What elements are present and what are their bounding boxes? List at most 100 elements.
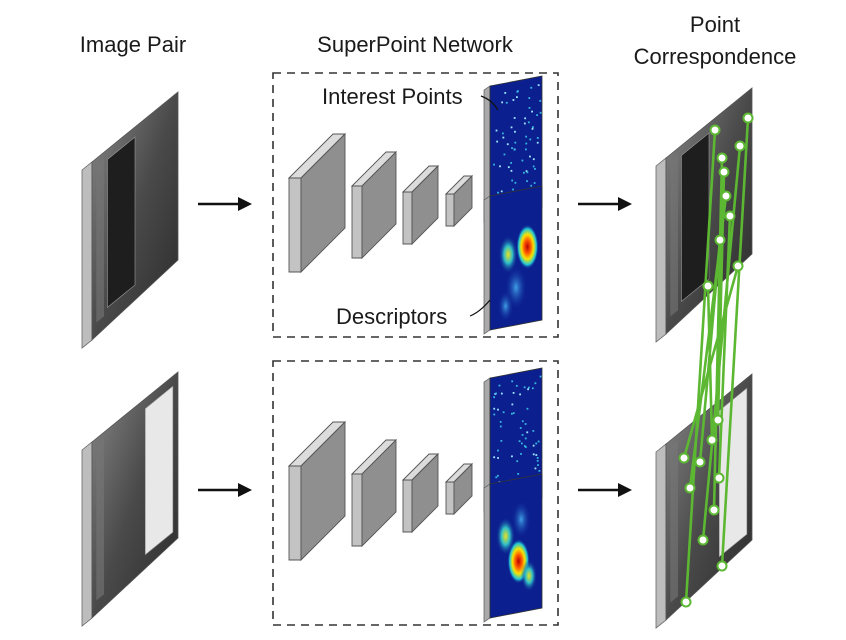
interest-point-map-top-point bbox=[524, 117, 527, 120]
match-line-6 bbox=[717, 215, 732, 479]
interest-point-map-top-point bbox=[497, 191, 499, 194]
interest-point-map-top-point bbox=[513, 148, 516, 151]
encoder-bottom-layer-3-side bbox=[411, 452, 439, 534]
input-image-top-inner-picture bbox=[107, 136, 136, 309]
interest-point-map-top-point bbox=[521, 159, 524, 162]
descriptors-leader bbox=[469, 299, 491, 317]
keypoint-8 bbox=[732, 260, 744, 272]
interest-point-map-top-point bbox=[525, 170, 528, 173]
interest-point-map-bottom-point bbox=[531, 387, 534, 390]
interest-point-map-bottom-point bbox=[515, 384, 518, 387]
interest-point-map-top-point bbox=[532, 165, 535, 168]
interest-points-leader bbox=[480, 95, 499, 111]
keypoint-7 bbox=[714, 234, 726, 246]
input-image-top-edge bbox=[81, 161, 93, 349]
interest-point-map-top-point bbox=[525, 148, 527, 151]
network-box-top bbox=[272, 72, 559, 338]
interest-point-map-top-point bbox=[510, 126, 513, 129]
descriptor-map-bottom-hotspot-4 bbox=[511, 500, 531, 539]
output-image-bottom-edge bbox=[655, 443, 667, 629]
interest-point-map-bottom-point bbox=[511, 403, 514, 406]
encoder-bottom-layer-4-side bbox=[453, 462, 473, 516]
keypoint-5 bbox=[720, 190, 732, 202]
interest-point-map-top-point bbox=[504, 92, 507, 94]
interest-point-map-top-point bbox=[539, 111, 542, 114]
encoder-top-layer-2-front bbox=[351, 185, 363, 259]
interest-point-map-bottom-point bbox=[511, 380, 514, 383]
interest-point-map-bottom-point bbox=[493, 456, 496, 459]
interest-point-map-bottom-point bbox=[524, 446, 527, 448]
interest-point-map-bottom-point bbox=[518, 440, 521, 443]
input-image-bottom-edge bbox=[81, 441, 93, 627]
interest-points-label: Interest Points bbox=[322, 84, 463, 109]
interest-point-map-bottom-point bbox=[516, 460, 519, 463]
interest-point-map-top-point bbox=[525, 135, 528, 138]
encoder-top-layer-3-side bbox=[411, 164, 439, 246]
descriptors-label: Descriptors bbox=[336, 304, 448, 329]
keypoint-15 bbox=[684, 482, 696, 494]
interest-point-map-top-point bbox=[536, 136, 539, 139]
interest-point-map-top-point bbox=[495, 129, 498, 132]
match-line-1 bbox=[684, 129, 717, 603]
interest-point-map-bottom-point bbox=[493, 396, 496, 399]
interest-point-map-top-point bbox=[532, 126, 534, 129]
interest-point-map-bottom-point bbox=[526, 407, 529, 410]
encoder-top-layer-2-side bbox=[361, 150, 397, 260]
encoder-top-layer-4-front bbox=[445, 193, 455, 227]
interest-point-map-bottom-point bbox=[536, 459, 539, 462]
interest-point-map-top-point bbox=[510, 161, 513, 164]
arrow-head-1 bbox=[238, 197, 252, 211]
interest-point-map-bottom-point bbox=[517, 473, 520, 475]
interest-point-map-top-point bbox=[511, 147, 513, 149]
interest-point-map-bottom-point bbox=[520, 442, 523, 445]
encoder-top-layer-1-side bbox=[300, 132, 346, 274]
descriptor-map-bottom-edge bbox=[483, 483, 491, 623]
interest-point-map-bottom-point bbox=[496, 474, 499, 477]
interest-point-map-top-point bbox=[527, 121, 530, 124]
keypoint-20 bbox=[712, 414, 724, 426]
arrow-head-4 bbox=[618, 483, 632, 497]
keypoint-11 bbox=[680, 596, 692, 608]
interest-point-map-bottom-point bbox=[532, 429, 535, 432]
encoder-bottom-layer-4-front bbox=[445, 481, 455, 515]
interest-point-map-bottom-point bbox=[537, 440, 540, 443]
keypoint-18 bbox=[678, 452, 690, 464]
keypoint-17 bbox=[694, 456, 706, 468]
interest-point-map-bottom-point bbox=[499, 425, 502, 428]
interest-point-map-top-point bbox=[528, 106, 531, 109]
interest-point-map-bottom-point bbox=[521, 434, 524, 436]
interest-point-map-bottom-point bbox=[539, 375, 542, 378]
descriptor-map-top-hotspot-1 bbox=[516, 224, 539, 270]
interest-point-map-top-point bbox=[539, 99, 542, 102]
interest-point-map-top-point bbox=[501, 101, 504, 104]
interest-point-map-top-point bbox=[513, 117, 516, 119]
interest-point-map-top-point bbox=[514, 181, 517, 184]
interest-point-map-bottom-point bbox=[519, 427, 522, 429]
match-line-2 bbox=[720, 117, 750, 567]
interest-point-map-top-point bbox=[499, 165, 501, 168]
interest-point-map-top-point bbox=[533, 182, 536, 184]
interest-point-map-top-point bbox=[528, 97, 531, 99]
encoder-bottom-layer-1-front bbox=[288, 465, 302, 561]
encoder-bottom-layer-2-side bbox=[361, 438, 397, 548]
interest-point-map-bottom-point bbox=[502, 411, 505, 414]
interest-point-map-top-point bbox=[501, 132, 504, 135]
interest-point-map-bottom-point bbox=[534, 382, 537, 385]
encoder-bottom-layer-3-front bbox=[402, 479, 413, 533]
interest-point-map-bottom-point bbox=[532, 453, 535, 456]
keypoint-12 bbox=[716, 560, 728, 572]
interest-point-map-bottom-point bbox=[532, 444, 535, 447]
interest-point-map-top-point bbox=[534, 167, 536, 170]
interest-point-map-top-point bbox=[510, 169, 513, 172]
descriptor-map-top-hotspot-4 bbox=[497, 290, 514, 323]
interest-point-map-top-point bbox=[516, 90, 519, 93]
point-correspondence-title-line1: Point bbox=[689, 12, 741, 37]
interest-point-map-top-point bbox=[529, 138, 532, 141]
interest-point-map-top-point bbox=[512, 99, 515, 101]
input-image-bottom-texture bbox=[96, 438, 105, 601]
descriptor-map-bottom-hotspot-2 bbox=[496, 517, 516, 556]
interest-point-map-bottom-point bbox=[523, 386, 526, 389]
interest-point-map-bottom-point bbox=[512, 412, 515, 415]
keypoint-4 bbox=[716, 152, 728, 164]
interest-point-map-bottom-point bbox=[511, 455, 513, 458]
